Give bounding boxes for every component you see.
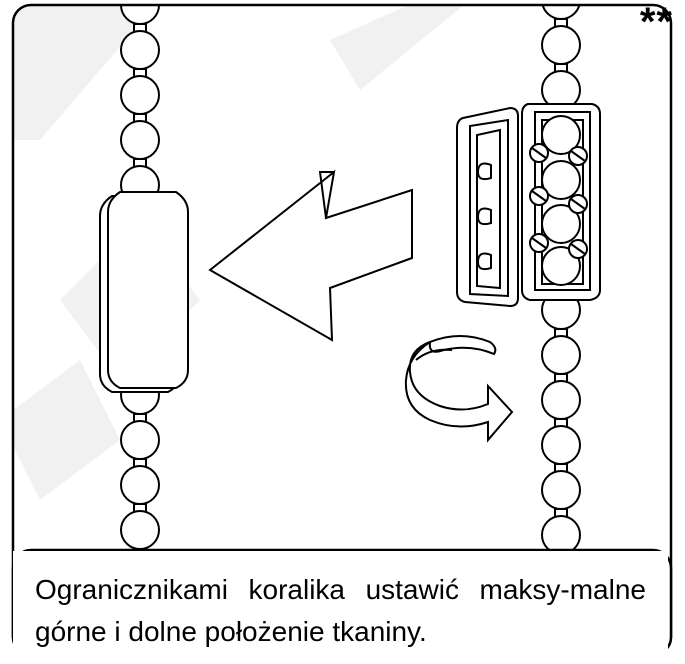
bead bbox=[120, 120, 160, 160]
left-bead-chain bbox=[120, 5, 160, 595]
double-asterisk-marker: ** bbox=[639, 0, 673, 44]
bead bbox=[541, 25, 581, 65]
rotate-arrow bbox=[404, 335, 514, 443]
caption-box: Ogranicznikami koralika ustawić maksy-ma… bbox=[13, 551, 668, 658]
bead bbox=[541, 5, 581, 20]
beads-in-stopper bbox=[529, 115, 588, 286]
bead bbox=[541, 380, 581, 420]
bead bbox=[120, 75, 160, 115]
caption-text: Ogranicznikami koralika ustawić maksy-ma… bbox=[35, 574, 646, 647]
large-left-arrow bbox=[208, 169, 413, 342]
bead bbox=[541, 515, 581, 555]
closed-bead-stopper bbox=[99, 191, 189, 393]
bead bbox=[120, 510, 160, 550]
bead bbox=[541, 335, 581, 375]
bead bbox=[120, 465, 160, 505]
bead bbox=[120, 420, 160, 460]
bead bbox=[541, 425, 581, 465]
bead bbox=[541, 470, 581, 510]
bead bbox=[120, 30, 160, 70]
